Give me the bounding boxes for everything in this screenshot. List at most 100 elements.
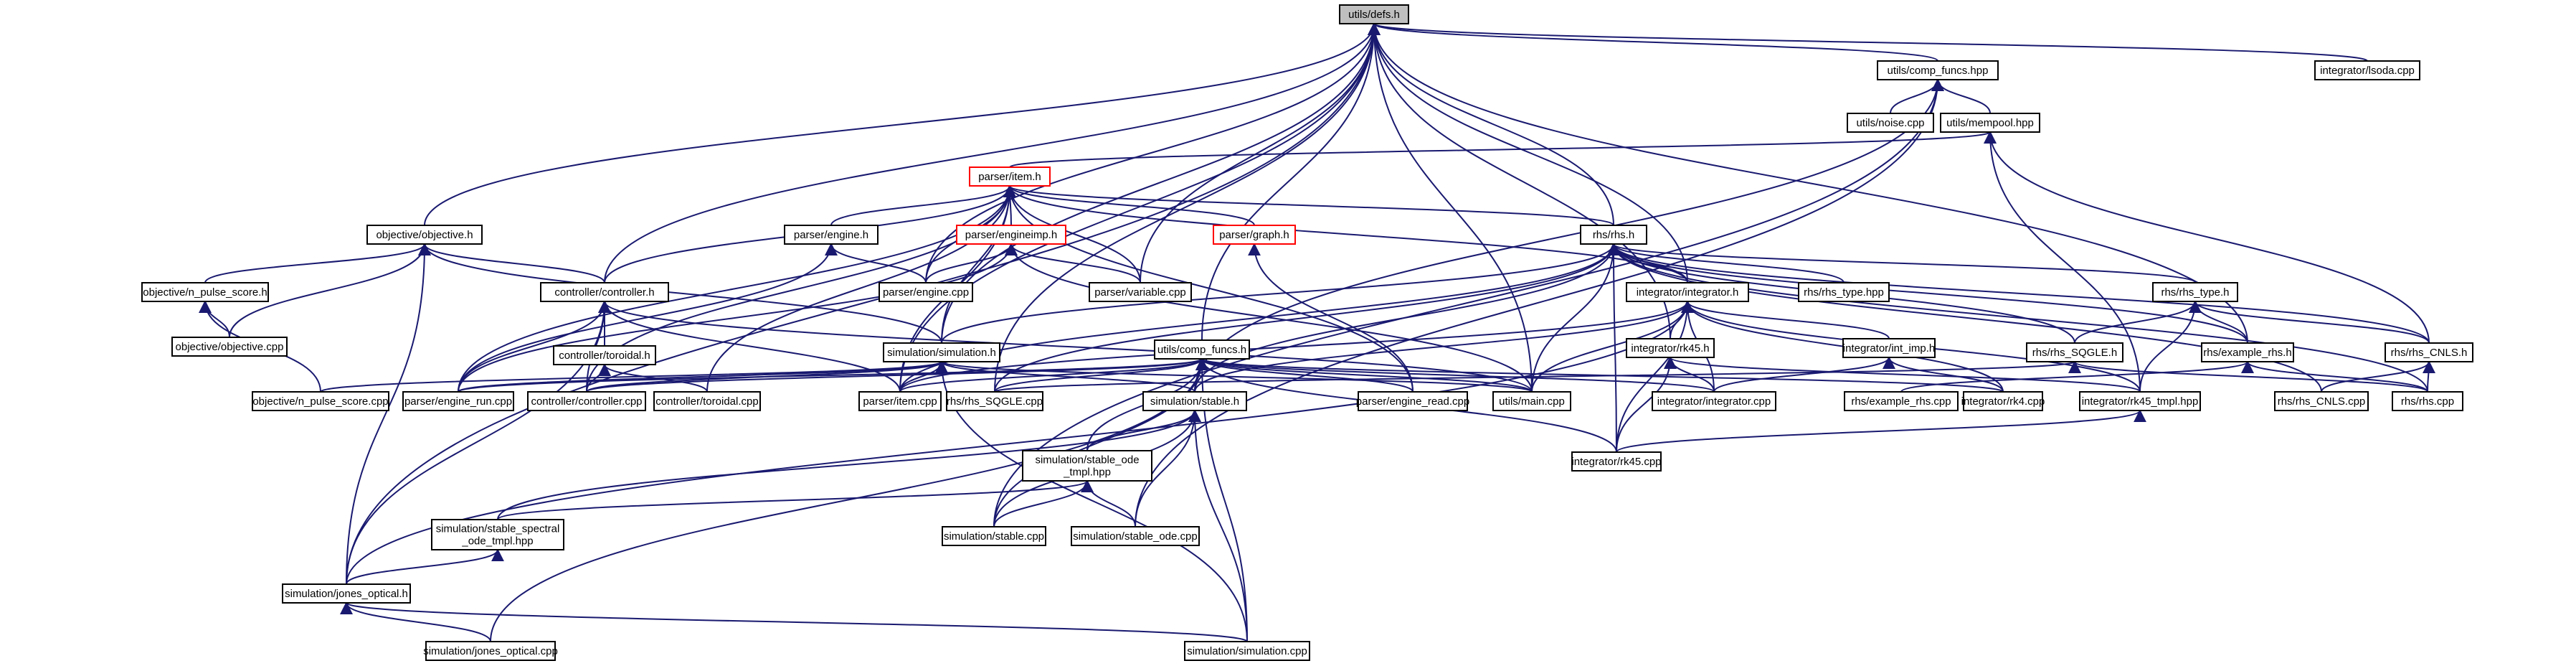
graph-node-simulation-stable-spectral-ode-tmpl-hpp[interactable]: simulation/stable_spectral_ode_tmpl.hpp xyxy=(431,519,564,550)
graph-node-integrator-rk4-cpp[interactable]: integrator/rk4.cpp xyxy=(1961,391,2045,411)
graph-node-rhs-example-rhs-h[interactable]: rhs/example_rhs.h xyxy=(2201,342,2294,362)
graph-node-integrator-integrator-h[interactable]: integrator/integrator.h xyxy=(1626,282,1749,302)
graph-node-box xyxy=(1339,4,1409,24)
graph-node-utils-comp-funcs-h[interactable]: utils/comp_funcs.h xyxy=(1154,339,1250,360)
dependency-edge xyxy=(1607,243,2430,344)
dependency-edge xyxy=(1883,356,2004,393)
graph-node-rhs-rhs-cnls-h[interactable]: rhs/rhs_CNLS.h xyxy=(2385,342,2473,362)
graph-node-label: parser/engine_read.cpp xyxy=(1356,395,1469,408)
dependency-edge xyxy=(346,548,504,585)
graph-node-box xyxy=(1626,338,1715,358)
graph-node-label: rhs/rhs_SQGLE.h xyxy=(2032,347,2117,359)
graph-node-box xyxy=(553,345,656,365)
graph-node-integrator-lsoda-cpp[interactable]: integrator/lsoda.cpp xyxy=(2314,60,2420,80)
graph-node-rhs-rhs-sqgle-cpp[interactable]: rhs/rhs_SQGLE.cpp xyxy=(946,391,1043,411)
graph-node-box xyxy=(2385,342,2473,362)
graph-node-rhs-rhs-type-h[interactable]: rhs/rhs_type.h xyxy=(2152,282,2238,302)
graph-node-simulation-stable-ode-cpp[interactable]: simulation/stable_ode.cpp xyxy=(1071,526,1200,546)
dependency-edge xyxy=(993,479,1094,527)
graph-node-simulation-jones-optical-h[interactable]: simulation/jones_optical.h xyxy=(282,583,411,604)
graph-node-parser-engine-cpp[interactable]: parser/engine.cpp xyxy=(879,282,973,302)
graph-node-label: parser/engine.cpp xyxy=(883,286,969,299)
node-layer: utils/defs.h utils/comp_funcs.hpp integrat… xyxy=(141,4,2473,661)
dependency-edge xyxy=(229,243,431,338)
graph-node-rhs-rhs-cpp[interactable]: rhs/rhs.cpp xyxy=(2392,391,2463,411)
graph-node-controller-toroidal-h[interactable]: controller/toroidal.h xyxy=(553,345,656,365)
graph-node-parser-variable-cpp[interactable]: parser/variable.cpp xyxy=(1089,282,1192,302)
dependency-edge xyxy=(458,357,1208,393)
graph-node-utils-noise-cpp[interactable]: utils/noise.cpp xyxy=(1847,113,1934,133)
graph-node-rhs-rhs-type-hpp[interactable]: rhs/rhs_type.hpp xyxy=(1798,282,1890,302)
graph-node-simulation-stable-h[interactable]: simulation/stable.h xyxy=(1142,391,1247,411)
dependency-edge xyxy=(899,357,1208,393)
graph-node-utils-defs-h[interactable]: utils/defs.h xyxy=(1339,4,1409,24)
graph-node-rhs-rhs-h[interactable]: rhs/rhs.h xyxy=(1580,225,1647,245)
dependency-edge xyxy=(1188,409,1248,642)
graph-node-box xyxy=(1184,641,1310,661)
dependency-edge xyxy=(346,300,1694,585)
graph-node-box xyxy=(883,342,1000,362)
graph-node-rhs-rhs-sqgle-h[interactable]: rhs/rhs_SQGLE.h xyxy=(2026,342,2123,362)
graph-node-parser-engine-run-cpp[interactable]: parser/engine_run.cpp xyxy=(402,391,514,411)
graph-node-integrator-rk45-h[interactable]: integrator/rk45.h xyxy=(1626,338,1715,358)
dependency-edge xyxy=(346,243,431,585)
graph-node-label: rhs/rhs_CNLS.h xyxy=(2391,347,2468,359)
dependency-edge xyxy=(1368,22,2368,62)
graph-node-label: rhs/rhs.cpp xyxy=(2401,395,2454,408)
dependency-edge xyxy=(418,243,942,344)
dependency-edge xyxy=(706,184,1016,393)
graph-node-utils-main-cpp[interactable]: utils/main.cpp xyxy=(1492,391,1571,411)
graph-node-objective-objective-cpp[interactable]: objective/objective.cpp xyxy=(171,337,288,357)
graph-node-utils-comp-funcs-hpp[interactable]: utils/comp_funcs.hpp xyxy=(1877,60,1999,80)
graph-node-label: controller/controller.h xyxy=(554,286,654,299)
graph-node-label: rhs/rhs_type.h xyxy=(2161,286,2229,299)
dependency-edge xyxy=(1009,131,1997,168)
graph-node-label: simulation/stable_spectral xyxy=(436,523,560,535)
graph-node-simulation-jones-optical-cpp[interactable]: simulation/jones_optical.cpp xyxy=(423,641,558,661)
graph-node-integrator-integrator-cpp[interactable]: integrator/integrator.cpp xyxy=(1652,391,1776,411)
dependency-edge xyxy=(1003,184,1688,283)
graph-node-box xyxy=(1652,391,1776,411)
graph-node-objective-objective-h[interactable]: objective/objective.h xyxy=(366,225,483,245)
graph-node-label: objective/n_pulse_score.cpp xyxy=(252,395,388,408)
graph-node-controller-controller-cpp[interactable]: controller/controller.cpp xyxy=(527,391,646,411)
graph-node-label: parser/variable.cpp xyxy=(1094,286,1186,299)
dependency-edge xyxy=(1681,300,1890,339)
graph-node-label: simulation/simulation.cpp xyxy=(1187,645,1307,657)
graph-node-objective-n-pulse-score-cpp[interactable]: objective/n_pulse_score.cpp xyxy=(252,391,389,411)
graph-node-utils-mempool-hpp[interactable]: utils/mempool.hpp xyxy=(1940,113,2040,133)
graph-node-parser-engine-h[interactable]: parser/engine.h xyxy=(784,225,879,245)
graph-node-simulation-simulation-cpp[interactable]: simulation/simulation.cpp xyxy=(1184,641,1310,661)
graph-node-simulation-stable-cpp[interactable]: simulation/stable.cpp xyxy=(942,526,1046,546)
graph-node-label: controller/toroidal.h xyxy=(559,350,650,362)
dependency-edge xyxy=(418,243,605,283)
graph-node-box xyxy=(1089,282,1192,302)
graph-node-box xyxy=(1844,391,1959,411)
graph-node-integrator-int-imp-h[interactable]: integrator/int_imp.h xyxy=(1842,338,1936,358)
graph-node-parser-graph-h[interactable]: parser/graph.h xyxy=(1213,225,1296,245)
graph-node-objective-n-pulse-score-h[interactable]: objective/n_pulse_score.h xyxy=(141,282,269,302)
dependency-edge xyxy=(2189,300,2430,344)
graph-node-controller-toroidal-cpp[interactable]: controller/toroidal.cpp xyxy=(653,391,761,411)
graph-node-integrator-rk45-tmpl-hpp[interactable]: integrator/rk45_tmpl.hpp xyxy=(2079,391,2201,411)
graph-node-rhs-example-rhs-cpp[interactable]: rhs/example_rhs.cpp xyxy=(1844,391,1959,411)
graph-node-simulation-simulation-h[interactable]: simulation/simulation.h xyxy=(883,342,1000,362)
graph-node-controller-controller-h[interactable]: controller/controller.h xyxy=(540,282,669,302)
graph-node-label: integrator/rk4.cpp xyxy=(1961,395,2045,408)
graph-node-label: rhs/example_rhs.cpp xyxy=(1851,395,1951,408)
graph-node-parser-item-h[interactable]: parser/item.h xyxy=(969,166,1051,187)
graph-node-integrator-rk45-cpp[interactable]: integrator/rk45.cpp xyxy=(1571,451,1662,472)
graph-node-rhs-rhs-cnls-cpp[interactable]: rhs/rhs_CNLS.cpp xyxy=(2274,391,2369,411)
dependency-edge xyxy=(1195,357,1533,393)
graph-node-box xyxy=(879,282,973,302)
graph-node-label: parser/item.h xyxy=(978,171,1041,183)
graph-node-parser-engine-read-cpp[interactable]: parser/engine_read.cpp xyxy=(1356,391,1469,411)
graph-node-parser-item-cpp[interactable]: parser/item.cpp xyxy=(858,391,942,411)
graph-node-simulation-stable-ode-tmpl-hpp[interactable]: simulation/stable_ode_tmpl.hpp xyxy=(1022,450,1152,482)
graph-node-box xyxy=(1877,60,1999,80)
dependency-edge xyxy=(994,360,2080,393)
graph-node-box xyxy=(282,583,411,604)
dependency-edge xyxy=(490,357,1208,642)
graph-node-parser-engineimp-h[interactable]: parser/engineimp.h xyxy=(956,225,1066,245)
